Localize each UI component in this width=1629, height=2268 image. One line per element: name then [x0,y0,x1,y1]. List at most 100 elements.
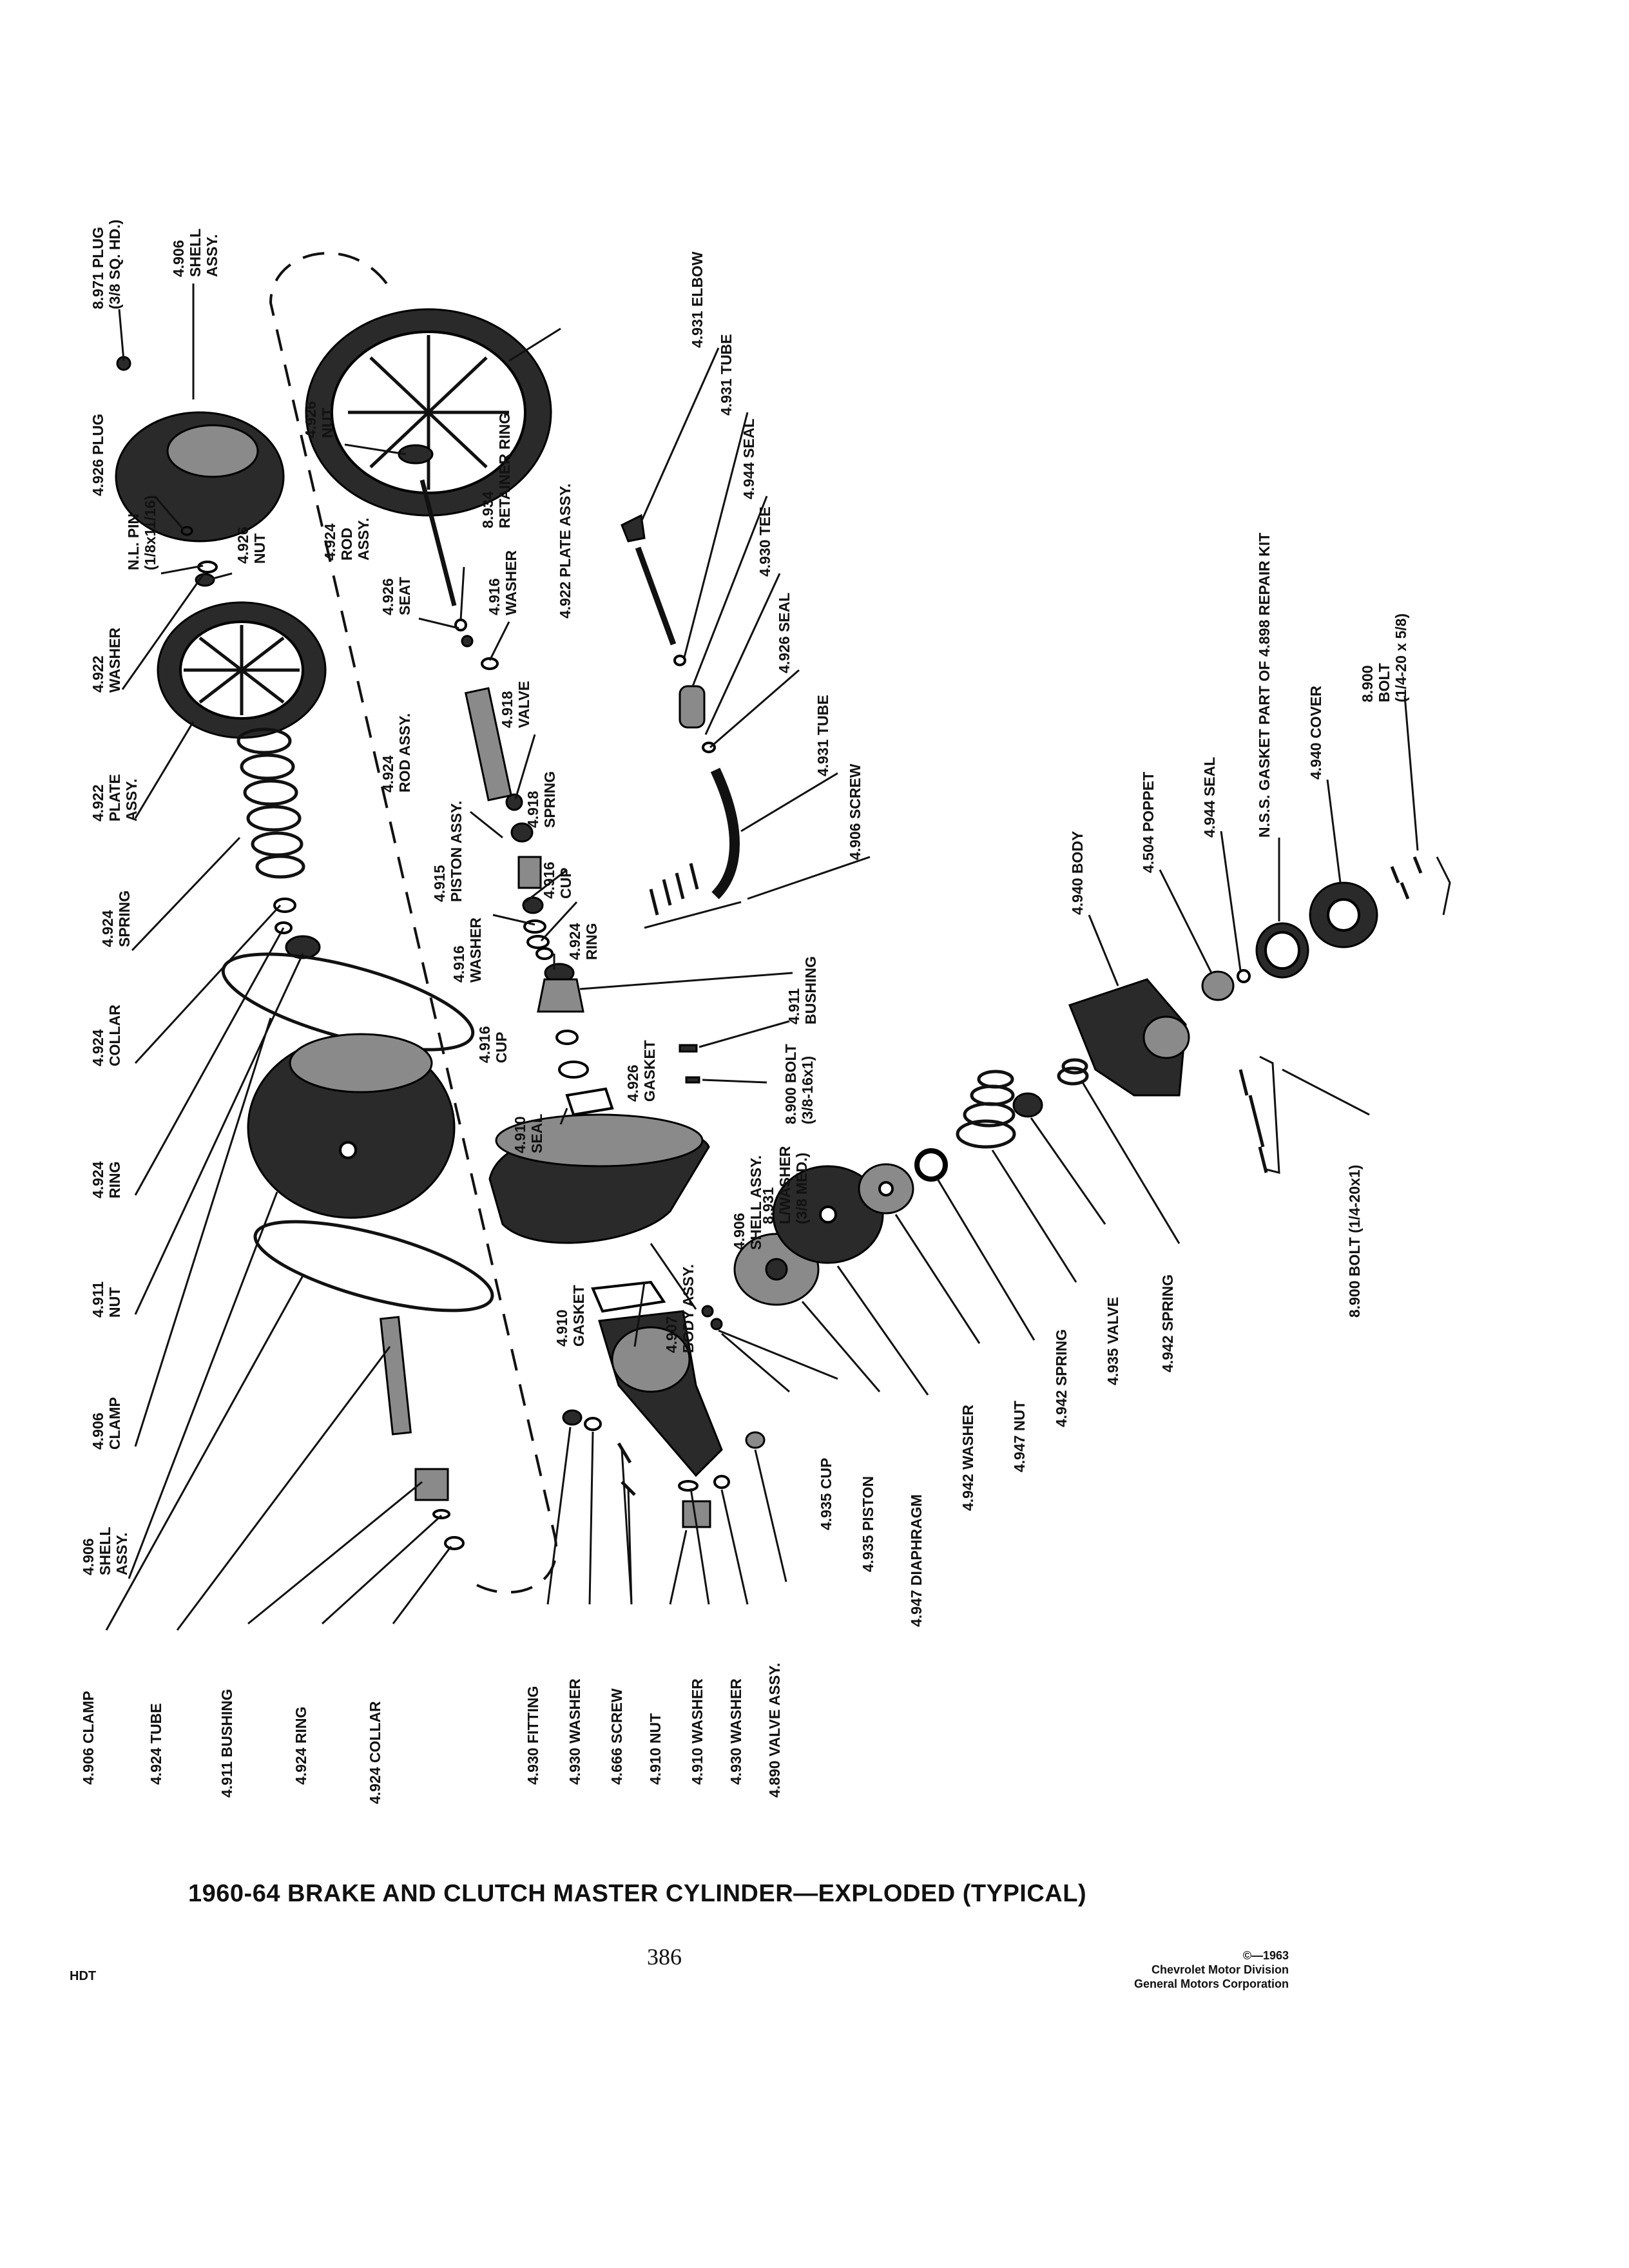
callout-line: 4.931 TUBE [718,334,735,416]
callout-line: COLLAR [106,1004,123,1066]
callout-line: 4.922 [90,655,106,693]
callout-line: 4.944 SEAL [1201,757,1218,838]
callout-line: 4.910 [554,1309,570,1347]
callout-line: 4.947 NUT [1011,1401,1028,1472]
callout-line: 4.924 RING [293,1707,309,1785]
callout-line: 4.947 DIAPHRAGM [908,1494,925,1627]
callout-c39: 4.907BODY ASSY. [663,1264,697,1353]
callout-line: 4.906 [80,1538,97,1575]
callout-line: 4.906 [90,1412,106,1450]
callout-c35: 4.910SEAL [512,1114,545,1153]
page-title: 1960-64 BRAKE AND CLUTCH MASTER CYLINDER… [188,1880,1087,1907]
callout-line: GASKET [570,1285,587,1347]
parts-drawings [115,308,1423,1550]
callout-line: 4.922 [90,784,106,822]
callout-line: 4.911 [786,988,802,1024]
callout-line: 4.922 PLATE ASSY. [557,483,574,619]
callout-line: 4.942 SPRING [1053,1329,1070,1427]
callout-line: SPRING [541,771,558,828]
callout-line: BUSHING [802,956,819,1024]
callout-c09: 4.924COLLAR [90,1004,123,1066]
callout-c05: 4.926NUT [235,526,268,564]
callout-line: 8.934 [479,491,496,528]
callout-c41: 4.931 ELBOW [689,251,706,348]
callout-c22: 4.922 PLATE ASSY. [557,483,574,619]
callout-line: 4.926 [302,401,319,438]
callout-line: 4.906 SCREW [847,764,863,860]
callout-c33: 4.911BUSHING [786,956,819,1024]
callout-line: NUT [319,408,336,438]
callout-c28: 4.915PISTON ASSY. [431,801,465,902]
footer-code: HDT [70,1969,97,1983]
callout-line: WASHER [106,628,123,693]
callout-line: 4.906 CLAMP [80,1691,97,1785]
callout-c30: 4.916WASHER [450,918,484,983]
callout-line: 4.940 BODY [1069,831,1086,915]
callout-line: RETAINER RING [496,412,513,528]
callout-c14: 4.906 CLAMP [80,1691,97,1785]
callout-c38: 4.906SHELL ASSY. [731,1155,764,1250]
callout-line: 4.666 SCREW [608,1688,625,1785]
callout-line: NUT [106,1287,123,1318]
callout-line: 4.935 PISTON [860,1476,876,1572]
callout-c11: 4.911NUT [90,1282,123,1318]
callout-line: CUP [493,1032,510,1063]
callout-c08: 4.924SPRING [99,890,133,947]
callout-line: 4.926 [235,526,251,564]
callout-line: 4.935 CUP [818,1457,834,1530]
callout-line: WASHER [503,550,519,615]
callout-c49: 4.504 POPPET [1140,772,1157,873]
callout-c50: 4.944 SEAL [1201,757,1218,838]
callout-c57: 4.947 DIAPHRAGM [908,1494,925,1627]
callout-line: 4.926 SEAL [776,593,793,673]
callout-line: 8.900 [1359,665,1376,702]
callout-line: N.S.S. GASKET PART OF 4.898 REPAIR KIT [1256,533,1273,838]
callout-c06: 4.922WASHER [90,628,123,693]
callout-c23: 4.926SEAT [380,577,413,615]
callout-c53: 8.900BOLT(1/4-20 x 5/8) [1359,613,1409,702]
callout-c37: 8.931L/WASHER(3/8 MED.) [760,1146,810,1224]
callout-line: 4.924 [90,1029,106,1066]
callout-c63: 4.930 FITTING [525,1686,541,1785]
callout-line: 4.916 [541,861,557,899]
callout-line: PLATE [106,774,123,822]
callout-line: N.L. PIN [125,514,142,570]
copyright-block: ©—1963 Chevrolet Motor Division General … [1134,1948,1289,1991]
callout-line: 8.931 [760,1187,776,1224]
callout-c54: 8.900 BOLT (1/4-20x1) [1346,1165,1363,1318]
callout-line: ASSY. [204,235,220,277]
callout-c44: 4.930 TEE [757,506,773,577]
callout-c04: N.L. PIN(1/8x11/16) [125,495,159,570]
callout-line: 4.942 SPRING [1159,1274,1176,1372]
callout-line: 4.907 [663,1316,680,1353]
callout-c19: 4.926NUT [302,401,336,438]
callout-line: (3/8 MED.) [793,1153,810,1224]
callout-c07: 4.922PLATEASSY. [90,774,140,822]
assembly-boundary-dashed-line [269,252,558,1594]
callout-c20: 4.924RODASSY. [322,518,372,561]
callout-line: L/WASHER [776,1146,793,1224]
callout-c31: 4.924RING [566,923,600,960]
callout-line: WASHER [467,918,484,983]
callout-line: 4.924 [90,1161,106,1198]
callout-c43: 4.944 SEAL [740,419,757,499]
callout-line: 4.926 [624,1064,641,1102]
callout-c10: 4.924RING [90,1161,123,1198]
callout-c27: 4.918SPRING [525,771,558,828]
callout-line: 4.911 [90,1282,106,1318]
callout-line: GASKET [641,1040,658,1102]
callout-c68: 4.930 WASHER [728,1678,744,1785]
copyright-corporation: General Motors Corporation [1133,1977,1289,1990]
callout-line: SEAL [528,1114,545,1153]
callout-c24: 4.916WASHER [486,550,519,615]
callout-line: 4.924 COLLAR [367,1701,383,1804]
callout-line: 4.915 [431,865,448,902]
spring-coils [236,727,305,879]
copyright-year: ©—1963 [1242,1949,1289,1962]
callout-line: 4.918 [499,691,516,728]
callout-line: 4.916 [486,578,503,615]
callout-line: 4.918 [525,791,541,828]
callout-line: 4.924 [566,923,583,960]
callout-line: ASSY. [123,779,140,822]
callout-c59: 4.947 NUT [1011,1401,1028,1472]
